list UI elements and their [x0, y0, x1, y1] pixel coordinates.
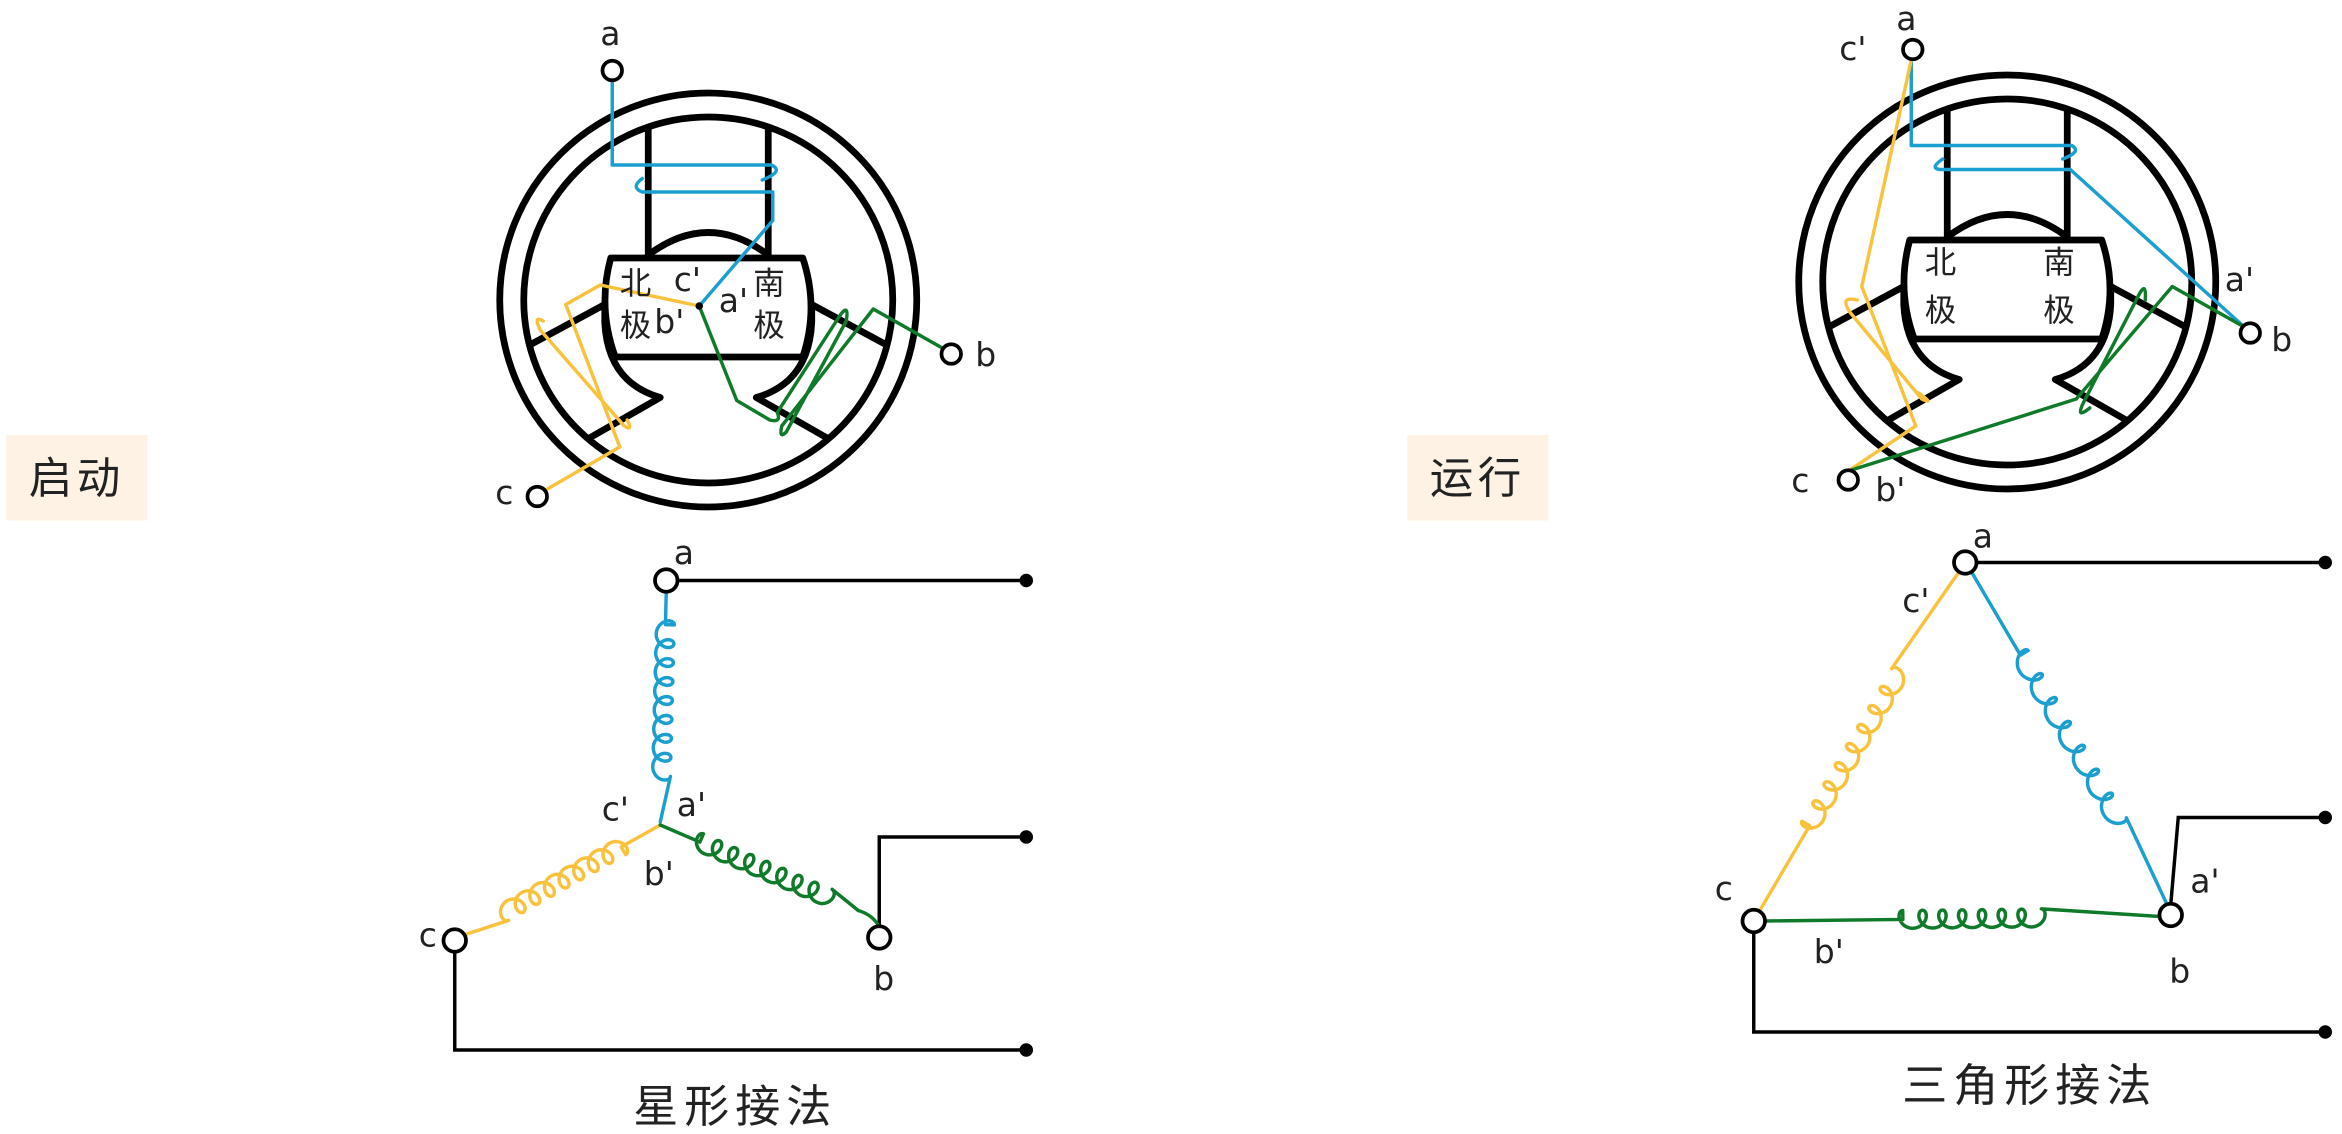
- c-label: c: [1791, 461, 1809, 500]
- south-pole-label-2: 极: [2043, 293, 2075, 329]
- terminal-a: [1952, 549, 1979, 576]
- b-prime-label: b': [1814, 932, 1844, 971]
- a-prime-label: a': [2190, 862, 2219, 901]
- c-prime-label: c': [1902, 581, 1929, 620]
- terminal-c: [441, 927, 468, 954]
- supply-dot: [2318, 555, 2332, 570]
- supply-dot: [2318, 810, 2332, 825]
- supply-dot: [1019, 830, 1033, 844]
- terminal-b: [939, 342, 963, 366]
- phase-b-coil: [1762, 907, 2162, 931]
- terminal-b: [866, 924, 893, 951]
- north-pole-label-2: 极: [1925, 293, 1957, 329]
- c-label: c: [419, 916, 437, 955]
- run-label-badge: 运行: [1407, 435, 1549, 521]
- phase-a-coil: [1969, 569, 2170, 908]
- b-prime-label: b': [654, 302, 684, 341]
- terminal-b: [2238, 321, 2262, 345]
- c-label: c: [495, 473, 513, 512]
- b-prime-label: b': [1875, 470, 1905, 509]
- c-label: c: [1715, 869, 1733, 908]
- phase-c-coil: [1758, 569, 1961, 913]
- delta-title: 三角形接法: [1902, 1059, 2157, 1112]
- terminal-b: [2157, 901, 2184, 929]
- terminal-a: [600, 58, 624, 83]
- phase-a-winding: [1909, 58, 2246, 329]
- south-pole-label: 南: [2043, 245, 2075, 281]
- terminal-a: [1901, 37, 1925, 62]
- start-motor: 北 极 南 极 c' b' a' a b c: [495, 14, 996, 512]
- phase-a-coil: [651, 590, 677, 824]
- phase-c-winding: [535, 283, 701, 493]
- delta-connection: a c' a' b c b' 三角形接法: [1715, 517, 2332, 1112]
- terminal-c: [525, 484, 549, 509]
- north-pole-label-2: 极: [620, 308, 652, 344]
- north-pole-label: 北: [1925, 245, 1957, 281]
- phase-a-winding: [610, 77, 778, 308]
- run-motor: 北 极 南 极 a c' a' b c b': [1791, 0, 2292, 509]
- supply-dot: [1019, 573, 1033, 588]
- c-prime-label: c': [602, 790, 629, 829]
- run-label: 运行: [1430, 455, 1526, 505]
- south-pole-label-2: 极: [753, 308, 785, 344]
- phase-b-winding: [1846, 284, 2246, 473]
- start-label-badge: 启动: [6, 435, 148, 521]
- a-prime-label: a': [677, 785, 706, 824]
- south-pole-label: 南: [753, 266, 785, 302]
- b-label: b: [2271, 320, 2292, 359]
- a-label: a: [1896, 0, 1916, 38]
- a-prime-label: a': [2225, 260, 2254, 299]
- terminal-c: [1740, 907, 1767, 935]
- star-title: 星形接法: [633, 1080, 837, 1133]
- phase-c-winding: [1844, 58, 1930, 473]
- terminal-a: [653, 567, 680, 594]
- a-label: a: [600, 14, 620, 53]
- supply-dot: [2318, 1025, 2332, 1039]
- a-label: a: [674, 533, 694, 572]
- phase-b-winding: [697, 304, 944, 437]
- north-pole-label: 北: [620, 266, 652, 302]
- b-label: b: [975, 335, 996, 374]
- b-prime-label: b': [644, 854, 674, 893]
- phase-b-coil: [658, 823, 860, 913]
- c-prime-label: c': [674, 260, 701, 299]
- terminal-c: [1836, 468, 1860, 492]
- c-prime-label: c': [1839, 29, 1866, 68]
- start-label: 启动: [29, 455, 125, 505]
- a-prime-label: a': [719, 281, 748, 320]
- b-label: b: [873, 959, 894, 998]
- stator-rotor-outline: [500, 93, 917, 507]
- star-connection: a c' a' b' c b 星形接法: [419, 533, 1033, 1133]
- b-label: b: [2169, 952, 2190, 991]
- phase-c-coil: [463, 823, 662, 937]
- supply-lines: [1752, 560, 2326, 1034]
- neutral-point: [695, 302, 703, 310]
- phase-b-lead: [856, 908, 881, 929]
- supply-lines: [453, 578, 1027, 1052]
- supply-dot: [1019, 1043, 1033, 1057]
- a-label: a: [1973, 517, 1993, 556]
